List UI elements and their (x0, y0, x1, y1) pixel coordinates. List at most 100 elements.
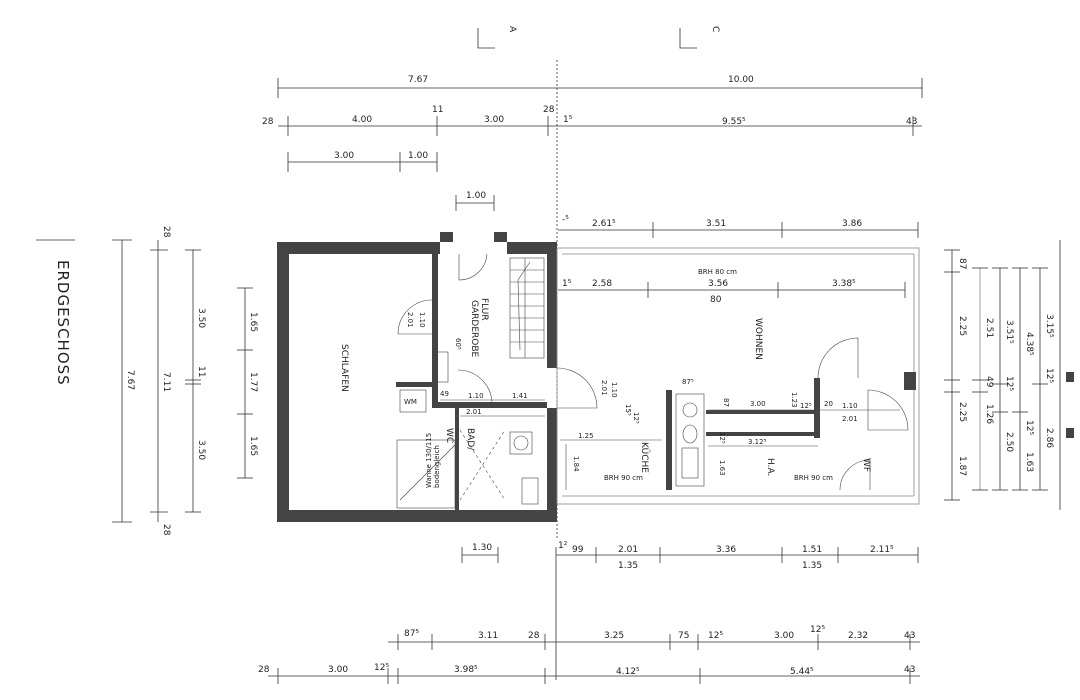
svg-text:3.51⁵: 3.51⁵ (1004, 320, 1014, 344)
svg-text:1.87: 1.87 (957, 456, 967, 476)
right-dimensions: 87 2.25 2.25 1.87 2.51 49 1.26 3.51⁵ 12⁵… (944, 240, 1074, 510)
svg-text:28: 28 (262, 117, 274, 127)
svg-text:49: 49 (984, 376, 994, 388)
svg-text:28: 28 (543, 105, 555, 115)
room-schlafen: SCHLAFEN (339, 344, 349, 392)
section-marker-a: A (477, 26, 517, 49)
svg-text:1.41: 1.41 (512, 392, 528, 400)
svg-text:43: 43 (906, 117, 917, 127)
svg-text:3.00: 3.00 (334, 151, 354, 161)
svg-text:1.77: 1.77 (248, 372, 258, 392)
svg-text:1.10: 1.10 (468, 392, 484, 400)
svg-text:60⁵: 60⁵ (454, 338, 462, 350)
svg-text:3.38⁵: 3.38⁵ (832, 279, 856, 289)
svg-text:2.01: 2.01 (406, 312, 414, 328)
svg-text:28: 28 (258, 665, 270, 675)
svg-text:2.25: 2.25 (957, 402, 967, 422)
svg-text:12⁵: 12⁵ (1004, 376, 1014, 391)
room-garderobe: GARDEROBE (469, 300, 479, 358)
room-flur: FLUR (479, 298, 489, 321)
svg-text:1.30: 1.30 (472, 543, 492, 553)
svg-text:2.01: 2.01 (618, 545, 638, 555)
svg-text:3.36: 3.36 (716, 545, 736, 555)
svg-text:9.55⁵: 9.55⁵ (722, 117, 746, 127)
svg-text:12⁵: 12⁵ (632, 412, 640, 424)
left-dimensions: 7.67 28 28 7.11 3.50 11 3.50 1.65 1.77 1… (112, 226, 258, 536)
svg-text:2.01: 2.01 (600, 380, 608, 396)
building-walls (277, 232, 920, 522)
svg-text:3.00: 3.00 (484, 115, 504, 125)
svg-text:2.58: 2.58 (592, 279, 612, 289)
svg-text:12⁵: 12⁵ (718, 432, 726, 444)
interior-dimensions: 1.10 2.01 60⁵ 49 1.10 1.41 2.01 1.10 2.0… (406, 312, 900, 490)
svg-text:28: 28 (161, 524, 171, 536)
svg-text:12⁵: 12⁵ (1044, 368, 1054, 383)
svg-text:4.00: 4.00 (352, 115, 372, 125)
svg-text:3.50: 3.50 (196, 308, 206, 328)
svg-text:20: 20 (824, 400, 833, 408)
svg-text:3.86: 3.86 (842, 219, 862, 229)
room-ha: H.A. (765, 458, 775, 476)
svg-text:1.26: 1.26 (984, 404, 994, 424)
svg-text:3.51: 3.51 (706, 219, 726, 229)
svg-text:11: 11 (432, 105, 443, 115)
svg-text:1.00: 1.00 (408, 151, 428, 161)
svg-text:99: 99 (572, 545, 584, 555)
svg-text:28: 28 (528, 631, 540, 641)
svg-text:C: C (710, 26, 720, 32)
svg-text:2.86: 2.86 (1044, 428, 1054, 448)
svg-text:1.25: 1.25 (578, 432, 594, 440)
svg-text:12⁵: 12⁵ (708, 631, 723, 641)
svg-text:3.15⁵: 3.15⁵ (1044, 314, 1054, 338)
svg-text:3.00: 3.00 (774, 631, 794, 641)
top-dimensions: 7.67 10.00 28 4.00 11 3.00 28 1⁵ 9.55⁵ 4… (262, 60, 923, 540)
svg-text:BRH 90 cm: BRH 90 cm (794, 474, 833, 482)
room-kueche: KÜCHE (639, 442, 650, 473)
svg-text:2.25: 2.25 (957, 316, 967, 336)
svg-text:5.44⁵: 5.44⁵ (790, 667, 814, 677)
svg-text:4.38⁵: 4.38⁵ (1024, 332, 1034, 356)
svg-text:3.00: 3.00 (328, 665, 348, 675)
svg-text:87⁵: 87⁵ (404, 629, 419, 639)
floor-title: ERDGESCHOSS (36, 239, 75, 386)
bottom-dimensions: 1.30 1² 99 2.01 3.36 1.51 2.11⁵ 1.35 1.3… (258, 541, 920, 684)
svg-text:1.10: 1.10 (842, 402, 858, 410)
svg-text:28: 28 (161, 226, 171, 238)
svg-text:BRH 80 cm: BRH 80 cm (698, 268, 737, 276)
svg-text:2.01: 2.01 (842, 415, 858, 423)
svg-text:1.63: 1.63 (718, 460, 726, 476)
bathroom-fixtures (396, 351, 539, 509)
svg-text:bodengleich: bodengleich (433, 445, 441, 488)
room-wm: WM (404, 398, 417, 406)
svg-text:1.65: 1.65 (248, 436, 258, 456)
svg-text:43: 43 (904, 665, 915, 675)
svg-text:87: 87 (957, 258, 967, 269)
svg-text:BRH 90 cm: BRH 90 cm (604, 474, 643, 482)
svg-text:1.65: 1.65 (248, 312, 258, 332)
svg-text:1.63: 1.63 (1024, 452, 1034, 472)
svg-text:15⁵: 15⁵ (624, 404, 632, 416)
svg-text:1.10: 1.10 (610, 382, 618, 398)
svg-text:87: 87 (722, 398, 730, 407)
svg-text:2.61⁵: 2.61⁵ (592, 219, 616, 229)
kitchen-counter (675, 393, 705, 487)
svg-text:3.56: 3.56 (708, 279, 728, 289)
svg-text:2.11⁵: 2.11⁵ (870, 545, 894, 555)
svg-text:43: 43 (904, 631, 915, 641)
plan-notes: BRH 80 cm 80 BRH 90 cm BRH 90 cm Wanne 1… (425, 268, 833, 488)
svg-text:1.23: 1.23 (790, 392, 798, 408)
room-labels: SCHLAFEN WOHNEN FLUR GARDEROBE BAD/ WC K… (339, 298, 871, 476)
svg-text:3.98⁵: 3.98⁵ (454, 665, 478, 675)
svg-text:7.67: 7.67 (125, 370, 135, 390)
room-wc: WC (444, 428, 454, 443)
svg-text:7.67: 7.67 (408, 75, 428, 85)
svg-text:A: A (507, 26, 517, 33)
svg-text:2.51: 2.51 (984, 318, 994, 338)
svg-text:12⁵: 12⁵ (1024, 420, 1034, 435)
svg-text:12⁵: 12⁵ (810, 625, 825, 635)
svg-text:2.50: 2.50 (1004, 432, 1014, 452)
svg-text:1.35: 1.35 (802, 561, 822, 571)
svg-text:2.32: 2.32 (848, 631, 868, 641)
svg-text:1.10: 1.10 (418, 312, 426, 328)
room-wf: WF (861, 458, 871, 472)
